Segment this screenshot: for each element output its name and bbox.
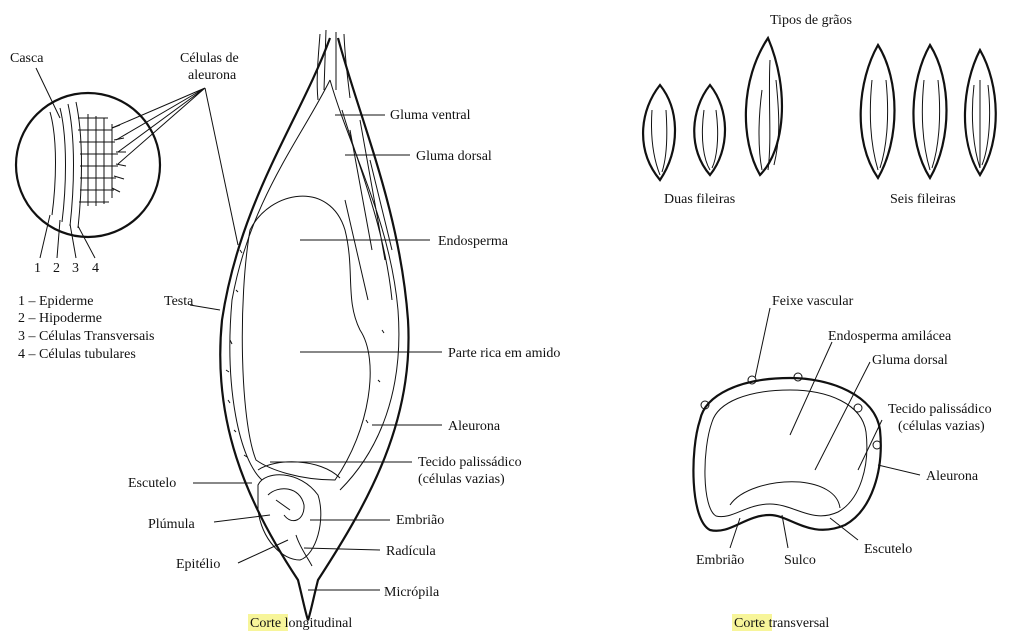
vascular-bundle-4 <box>854 404 862 412</box>
label-aleurona-cells-1: Células de <box>180 51 239 66</box>
legend-3: 3 – Células Transversais <box>18 329 155 344</box>
outer-wall-right <box>308 38 409 620</box>
label-tecido-1: Tecido palissádico <box>418 455 522 470</box>
legend-4: 4 – Células tubulares <box>18 347 136 362</box>
six-row-grains <box>861 45 996 178</box>
label-num-2: 2 <box>53 261 60 276</box>
dorsal-glume-striations <box>342 110 392 300</box>
testa-line <box>230 80 330 480</box>
longitudinal-grain <box>220 30 408 620</box>
tubular-layer <box>76 102 82 228</box>
hipoderme-layer <box>60 108 66 222</box>
radicle <box>296 535 312 566</box>
grain-types-title: Tipos de grãos <box>770 13 852 28</box>
label-testa: Testa <box>164 294 194 309</box>
label-six-rows: Seis fileiras <box>890 192 956 207</box>
label-gluma-dorsal: Gluma dorsal <box>416 149 492 164</box>
caption-transversal-word-1: Corte <box>734 616 765 631</box>
plumule <box>268 489 304 521</box>
label-tecido-2: (células vazias) <box>418 472 505 487</box>
transversal-outer <box>693 378 880 531</box>
caption-longitudinal-word-2: longitudinal <box>281 616 352 631</box>
two-row-grains <box>643 38 782 180</box>
label-aleurona: Aleurona <box>448 419 501 434</box>
legend-2: 2 – Hipoderme <box>18 311 102 326</box>
label-gluma-dorsal-t: Gluma dorsal <box>872 353 948 368</box>
label-aleurona-cells-2: aleurona <box>188 68 237 83</box>
label-sulco: Sulco <box>784 553 816 568</box>
label-feixe: Feixe vascular <box>772 294 854 309</box>
grain-six-row-2 <box>913 45 946 178</box>
outer-wall-left <box>220 38 330 620</box>
leader-2 <box>57 220 60 258</box>
grain-two-row-1 <box>643 85 675 180</box>
legend-1: 1 – Epiderme <box>18 294 93 309</box>
label-plumula: Plúmula <box>148 517 195 532</box>
epiderme-layer <box>50 112 56 215</box>
leader-4 <box>78 226 95 258</box>
label-num-1: 1 <box>34 261 41 276</box>
transversal-layer <box>68 104 74 226</box>
label-radicula: Radícula <box>386 544 437 559</box>
caption-transversal: Corte transversal <box>734 616 829 631</box>
label-escutelo-t: Escutelo <box>864 542 912 557</box>
label-num-3: 3 <box>72 261 79 276</box>
grain-six-row-1 <box>861 45 895 178</box>
transversal-inner <box>705 390 867 517</box>
label-embriao-t: Embrião <box>696 553 744 568</box>
transversal-leaders <box>730 308 920 548</box>
label-micropila: Micrópila <box>384 585 440 600</box>
label-endosperma-amilacea: Endosperma amilácea <box>828 329 952 344</box>
label-escutelo: Escutelo <box>128 476 176 491</box>
embryo-region <box>730 482 840 508</box>
inset-cell-layers <box>16 68 238 258</box>
cell-grid <box>78 114 126 206</box>
embryo-outline <box>258 475 321 560</box>
endosperm-outline <box>242 196 370 480</box>
label-epitelio: Epitélio <box>176 557 220 572</box>
label-num-4: 4 <box>92 261 99 276</box>
caption-longitudinal-word-1: Corte <box>250 616 281 631</box>
label-two-rows: Duas fileiras <box>664 192 735 207</box>
label-casca: Casca <box>10 51 44 66</box>
label-tecido-t-2: (células vazias) <box>898 419 985 434</box>
caption-transversal-word-2: transversal <box>765 616 829 631</box>
grain-two-row-2 <box>694 85 725 175</box>
caption-longitudinal: Corte longitudinal <box>250 616 352 631</box>
aleurone-dots <box>226 250 384 457</box>
label-aleurona-t: Aleurona <box>926 469 979 484</box>
label-gluma-ventral: Gluma ventral <box>390 108 471 123</box>
leader-aleurona-to-grain <box>205 88 238 245</box>
label-parte-rica: Parte rica em amido <box>448 346 560 361</box>
leader-3 <box>70 224 76 258</box>
label-endosperma: Endosperma <box>438 234 509 249</box>
label-tecido-t-1: Tecido palissádico <box>888 402 992 417</box>
label-embriao: Embrião <box>396 513 444 528</box>
